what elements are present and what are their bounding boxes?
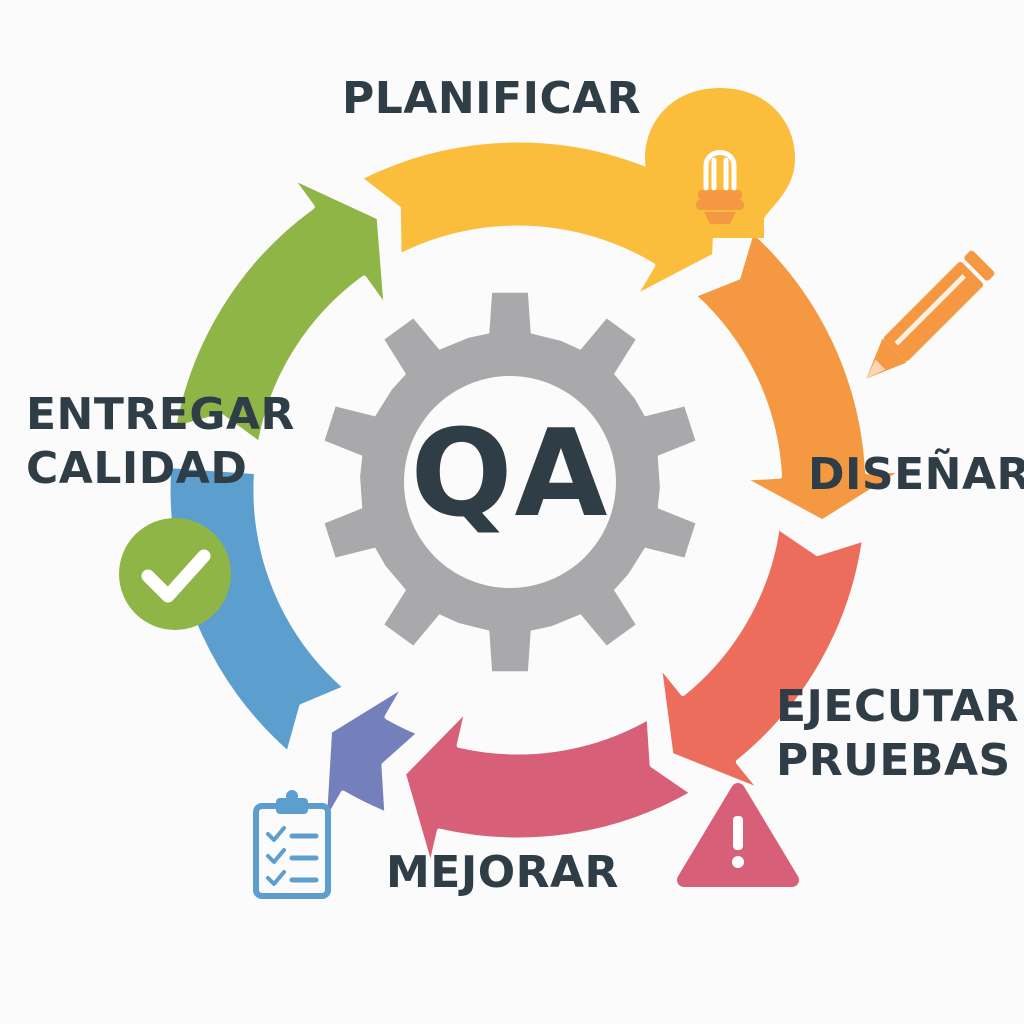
arrow-segment-green xyxy=(170,173,389,447)
arrow-segment-pink xyxy=(400,705,696,871)
center-label: QA xyxy=(410,405,610,544)
step-label-mejorar: MEJORAR xyxy=(386,847,619,898)
step-label-planificar: PLANIFICAR xyxy=(342,73,642,124)
arrow-segment-orange xyxy=(690,227,908,525)
arrow-segment-red xyxy=(656,524,868,794)
checkmark-circle-icon xyxy=(119,518,231,630)
step-label-ejecutar-pruebas: EJECUTAR PRUEBAS xyxy=(776,681,1020,786)
lightbulb-icon xyxy=(645,88,795,238)
arrow-segment-purple xyxy=(321,681,423,829)
step-label-entregar-calidad: ENTREGAR CALIDAD xyxy=(26,389,295,494)
step-label-disenar: DISEÑAR xyxy=(808,449,1024,500)
clipboard-checklist-icon xyxy=(253,790,331,899)
warning-icon xyxy=(677,783,799,887)
pencil-icon xyxy=(866,250,995,379)
gear-icon xyxy=(324,292,696,672)
